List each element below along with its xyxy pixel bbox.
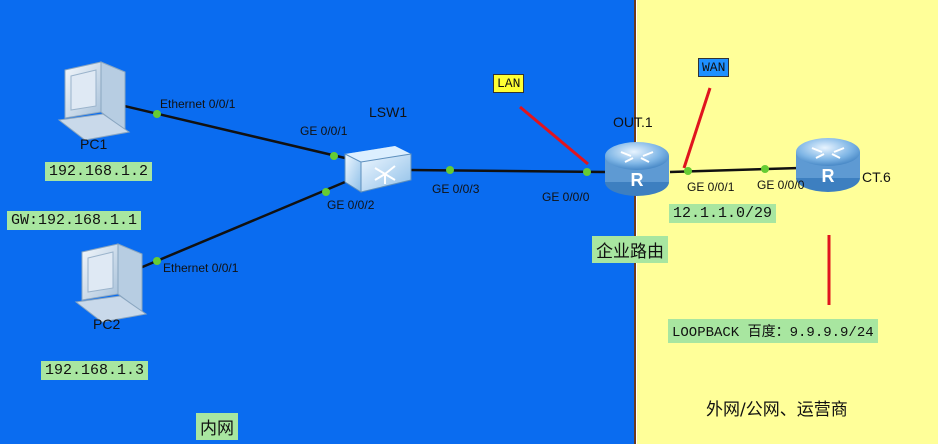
svg-text:R: R bbox=[631, 170, 644, 190]
port-dot-ct-ge000 bbox=[761, 165, 769, 173]
inner-zone-label: 内网 bbox=[196, 413, 238, 440]
port-label-lsw-ge003: GE 0/0/3 bbox=[432, 182, 480, 196]
svg-text:R: R bbox=[822, 166, 835, 186]
port-dot-pc2 bbox=[153, 257, 161, 265]
wan-network-tag: 12.1.1.0/29 bbox=[669, 204, 777, 223]
router-ct6-icon: R bbox=[796, 138, 860, 192]
gateway-tag: GW:192.168.1.1 bbox=[7, 211, 142, 230]
port-dot-lsw-ge002 bbox=[322, 188, 330, 196]
pc2-label: PC2 bbox=[93, 316, 121, 332]
enterprise-router-label: 企业路由 bbox=[592, 236, 668, 263]
port-label-ct-ge000: GE 0/0/0 bbox=[757, 178, 805, 192]
switch-label: LSW1 bbox=[369, 104, 408, 120]
router-out1-label: OUT.1 bbox=[613, 114, 653, 130]
pc1-ip-tag: 192.168.1.2 bbox=[45, 162, 153, 181]
wan-pointer bbox=[682, 87, 712, 169]
lan-tag: LAN bbox=[493, 74, 525, 93]
pc2-icon bbox=[74, 243, 148, 323]
port-label-pc1-eth: Ethernet 0/0/1 bbox=[160, 97, 236, 111]
router-ct6-label: CT.6 bbox=[862, 169, 891, 185]
port-dot-lsw-ge001 bbox=[330, 152, 338, 160]
port-dot-pc1 bbox=[153, 110, 161, 118]
port-label-lsw-ge001: GE 0/0/1 bbox=[300, 124, 348, 138]
pc1-icon bbox=[57, 61, 131, 141]
switch-icon bbox=[344, 146, 412, 193]
port-dot-lsw-ge003 bbox=[446, 166, 454, 174]
pc1-label: PC1 bbox=[80, 136, 108, 152]
port-label-out-ge000: GE 0/0/0 bbox=[542, 190, 590, 204]
link-lsw1-out1 bbox=[409, 168, 606, 174]
router-out1-icon: R bbox=[605, 142, 669, 196]
outer-zone-label: 外网/公网、运营商 bbox=[706, 400, 848, 420]
link-pc2-lsw1 bbox=[139, 180, 346, 270]
wan-tag: WAN bbox=[698, 58, 730, 77]
port-dot-out-ge000 bbox=[583, 168, 591, 176]
pc2-ip-tag: 192.168.1.3 bbox=[41, 361, 149, 380]
port-label-lsw-ge002: GE 0/0/2 bbox=[327, 198, 375, 212]
port-label-out-ge001: GE 0/0/1 bbox=[687, 180, 735, 194]
lan-pointer bbox=[519, 105, 589, 166]
port-dot-out-ge001 bbox=[684, 167, 692, 175]
loopback-tag: LOOPBACK 百度：9.9.9.9/24 bbox=[668, 319, 878, 343]
port-label-pc2-eth: Ethernet 0/0/1 bbox=[163, 261, 239, 275]
